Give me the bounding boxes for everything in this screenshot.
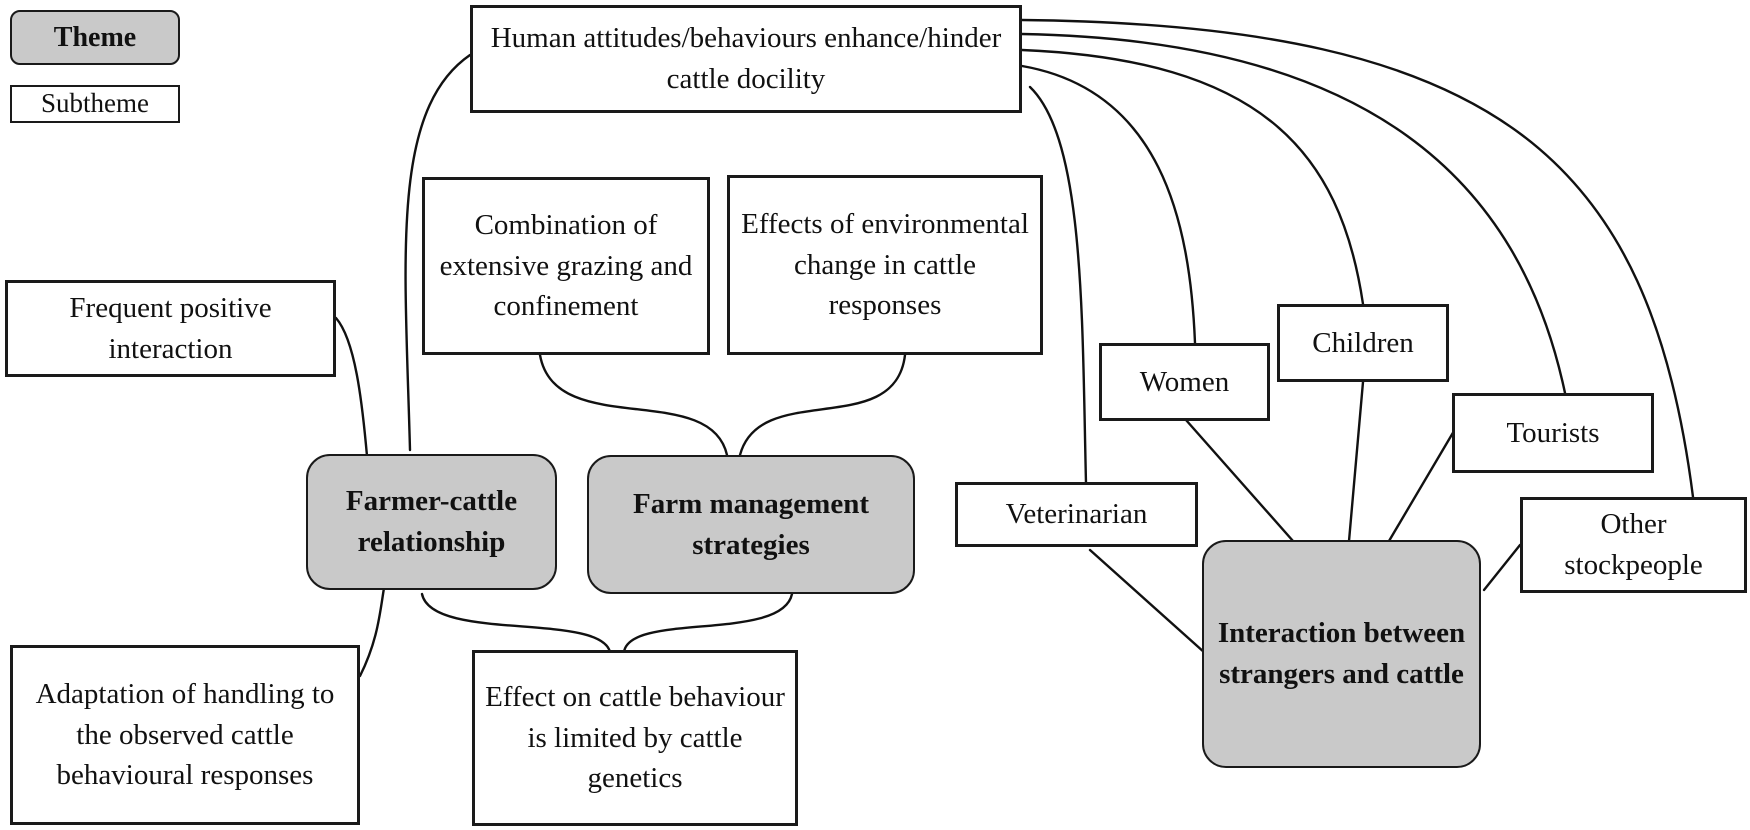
connector-human-attitudes-other (1020, 18, 1695, 499)
subtheme-veterinarian-label: Veterinarian (1005, 498, 1148, 531)
theme-farm-management: Farm management strategies (587, 455, 915, 594)
subtheme-tourists-label: Tourists (1506, 416, 1600, 449)
legend-theme: Theme (10, 10, 180, 65)
connector-frequent-farmer (334, 316, 369, 458)
theme-strangers-cattle: Interaction between strangers and cattle (1202, 540, 1481, 768)
subtheme-children-label: Children (1312, 326, 1414, 359)
connector-human-attitudes-tourists (1020, 32, 1567, 395)
connector-adaptation-farmer (358, 586, 386, 678)
theme-farm-management-label: Farm management strategies (633, 487, 869, 561)
connector-tourists-strangers (1387, 429, 1456, 543)
connector-combination-management (538, 353, 729, 457)
connector-women-strangers (1184, 418, 1295, 543)
subtheme-frequent-positive-label: Frequent positive interaction (69, 291, 272, 365)
connector-other-strangers (1482, 543, 1522, 592)
legend-subtheme-label: Subtheme (41, 88, 149, 119)
subtheme-women: Women (1099, 343, 1270, 421)
legend-theme-label: Theme (53, 21, 137, 53)
subtheme-frequent-positive: Frequent positive interaction (5, 280, 336, 377)
connector-children-strangers (1347, 380, 1365, 543)
subtheme-other-stockpeople-label: Other stockpeople (1564, 508, 1703, 581)
connector-management-genetics (622, 592, 794, 654)
subtheme-adaptation-handling: Adaptation of handling to the observed c… (10, 645, 360, 825)
subtheme-children: Children (1277, 304, 1449, 382)
connector-human-attitudes-children (1020, 48, 1365, 306)
subtheme-environmental-change-label: Effects of environmental change in cattl… (741, 208, 1029, 322)
legend-subtheme: Subtheme (10, 85, 180, 123)
theme-farmer-cattle: Farmer-cattle relationship (306, 454, 557, 590)
subtheme-environmental-change: Effects of environmental change in cattl… (727, 175, 1043, 355)
connector-veterinarian-strangers (1088, 548, 1207, 655)
theme-farmer-cattle-label: Farmer-cattle relationship (345, 485, 518, 558)
subtheme-combination-grazing: Combination of extensive grazing and con… (422, 177, 710, 355)
subtheme-genetics-limit-label: Effect on cattle behaviour is limited by… (485, 681, 785, 795)
connector-human-attitudes-veterinarian (1028, 85, 1088, 485)
connector-environmental-management (738, 353, 907, 457)
connector-human-attitudes-farmer (404, 53, 472, 452)
connector-human-attitudes-women (1020, 64, 1197, 345)
subtheme-genetics-limit: Effect on cattle behaviour is limited by… (472, 650, 798, 826)
connector-farmer-genetics (420, 592, 612, 654)
subtheme-human-attitudes-label: Human attitudes/behaviours enhance/hinde… (490, 22, 1002, 95)
subtheme-tourists: Tourists (1452, 393, 1654, 473)
subtheme-women-label: Women (1139, 365, 1230, 398)
subtheme-human-attitudes: Human attitudes/behaviours enhance/hinde… (470, 5, 1022, 113)
subtheme-other-stockpeople: Other stockpeople (1520, 497, 1747, 593)
subtheme-adaptation-handling-label: Adaptation of handling to the observed c… (35, 678, 335, 792)
theme-strangers-cattle-label: Interaction between strangers and cattle (1217, 617, 1466, 690)
subtheme-combination-grazing-label: Combination of extensive grazing and con… (439, 209, 693, 323)
subtheme-veterinarian: Veterinarian (955, 482, 1198, 547)
